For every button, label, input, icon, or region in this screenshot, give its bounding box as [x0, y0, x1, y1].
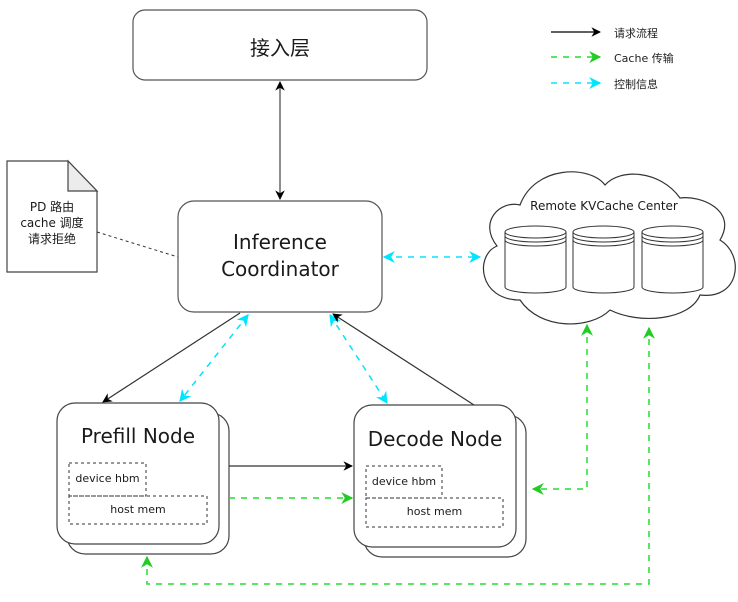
legend-control-label: 控制信息: [614, 78, 658, 91]
decode-device-hbm-label: device hbm: [371, 475, 437, 488]
prefill-device-hbm-label: device hbm: [75, 472, 140, 485]
note-fold: [67, 159, 99, 192]
legend-request-label: 请求流程: [614, 27, 658, 40]
coordinator-label-line-2: Coordinator: [221, 257, 339, 281]
prefill-node-label: Prefill Node: [80, 424, 196, 448]
coordinator-prefill-request-arrow: [102, 312, 241, 403]
note-connector: [96, 231, 179, 258]
kv-decode-cache-arrow: [531, 323, 593, 495]
decode-node-label: Decode Node: [367, 427, 503, 451]
kv-storage-cylinder: [572, 225, 635, 294]
note-line-1: PD 路由: [29, 200, 75, 214]
prefill-host-mem-label: host mem: [110, 503, 166, 516]
legend-cache-label: Cache 传输: [614, 52, 674, 65]
decode-coordinator-request-arrow: [332, 313, 475, 406]
kv-center-label: Remote KVCache Center: [530, 199, 678, 213]
note-line-3: 请求拒绝: [27, 232, 76, 246]
coordinator-label-line-1: Inference: [233, 230, 327, 254]
access-layer-label: 接入层: [250, 36, 310, 60]
note-text: PD 路由 cache 调度 请求拒绝: [7, 199, 97, 247]
prefill-kv-cache-arrow: [141, 326, 655, 585]
decode-host-mem-label: host mem: [406, 505, 463, 518]
access-layer-box[interactable]: [132, 9, 428, 81]
coordinator-decode-control-arrow: [329, 313, 388, 405]
coordinator-label: Inference Coordinator: [178, 229, 382, 283]
coordinator-prefill-control-arrow: [179, 314, 249, 402]
kv-storage-cylinder: [504, 225, 567, 294]
note-line-2: cache 调度: [20, 216, 84, 230]
prefill-device-hbm-box: [68, 462, 147, 497]
kv-storage-cylinder: [641, 225, 704, 294]
coordinator-box[interactable]: [177, 200, 383, 313]
